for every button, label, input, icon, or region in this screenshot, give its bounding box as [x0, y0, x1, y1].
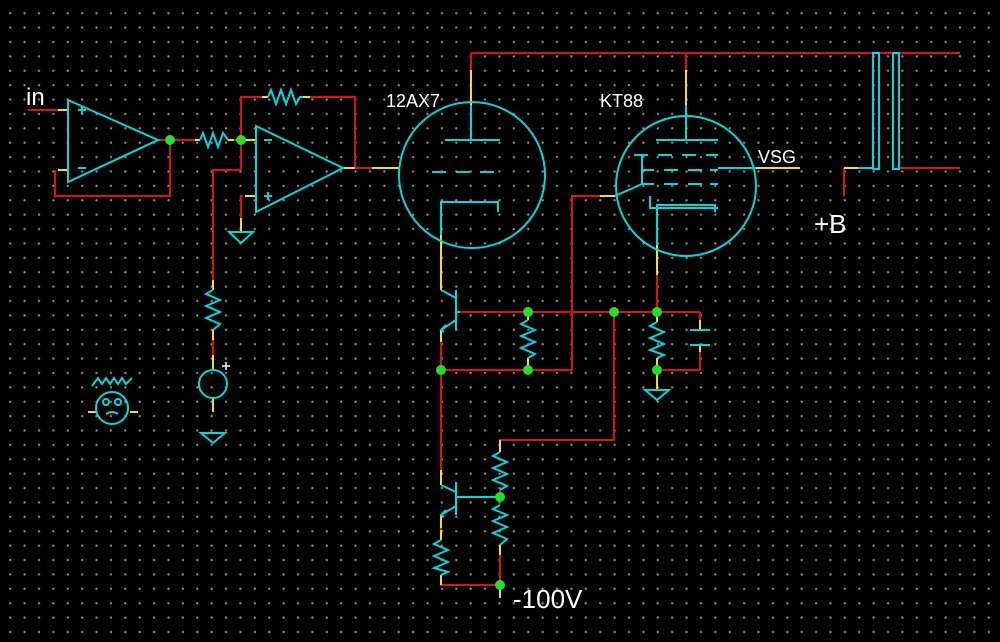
opamp-inverting-amplifier[interactable] — [255, 124, 346, 214]
wires — [28, 52, 960, 586]
triode-tube-12ax7[interactable] — [398, 101, 546, 249]
transistor-q1[interactable] — [439, 289, 460, 333]
ground-symbol — [226, 231, 256, 245]
bypass-capacitor[interactable] — [690, 329, 710, 346]
bias-resistor[interactable] — [203, 289, 223, 331]
probe-face-icon[interactable] — [91, 376, 133, 425]
transistor-q2[interactable] — [439, 482, 500, 518]
divider-resistor-top[interactable] — [490, 451, 510, 491]
ground-symbol — [642, 389, 672, 402]
bias-resistor-r1[interactable] — [518, 319, 538, 359]
junctions — [165, 135, 662, 590]
input-label: in — [26, 84, 45, 111]
screen-grid-label: VSG — [758, 147, 796, 167]
beam-tetrode-tube-kt88[interactable] — [614, 105, 757, 257]
divider-resistor-bottom[interactable] — [490, 504, 510, 546]
ground-symbol — [198, 432, 228, 445]
voltage-source[interactable] — [198, 362, 230, 399]
input-resistor[interactable] — [199, 130, 229, 150]
power-tube-label: KT88 — [600, 91, 643, 111]
preamp-tube-label: 12AX7 — [386, 91, 440, 111]
positive-supply-label: +B — [814, 209, 847, 239]
output-transformer[interactable] — [858, 52, 900, 170]
cathode-resistor[interactable] — [647, 321, 667, 359]
pin-stubs — [58, 70, 858, 598]
negative-supply-label: -100V — [513, 584, 583, 614]
emitter-resistor[interactable] — [431, 539, 451, 576]
opamp-buffer[interactable] — [67, 98, 161, 184]
feedback-resistor[interactable] — [267, 87, 303, 107]
